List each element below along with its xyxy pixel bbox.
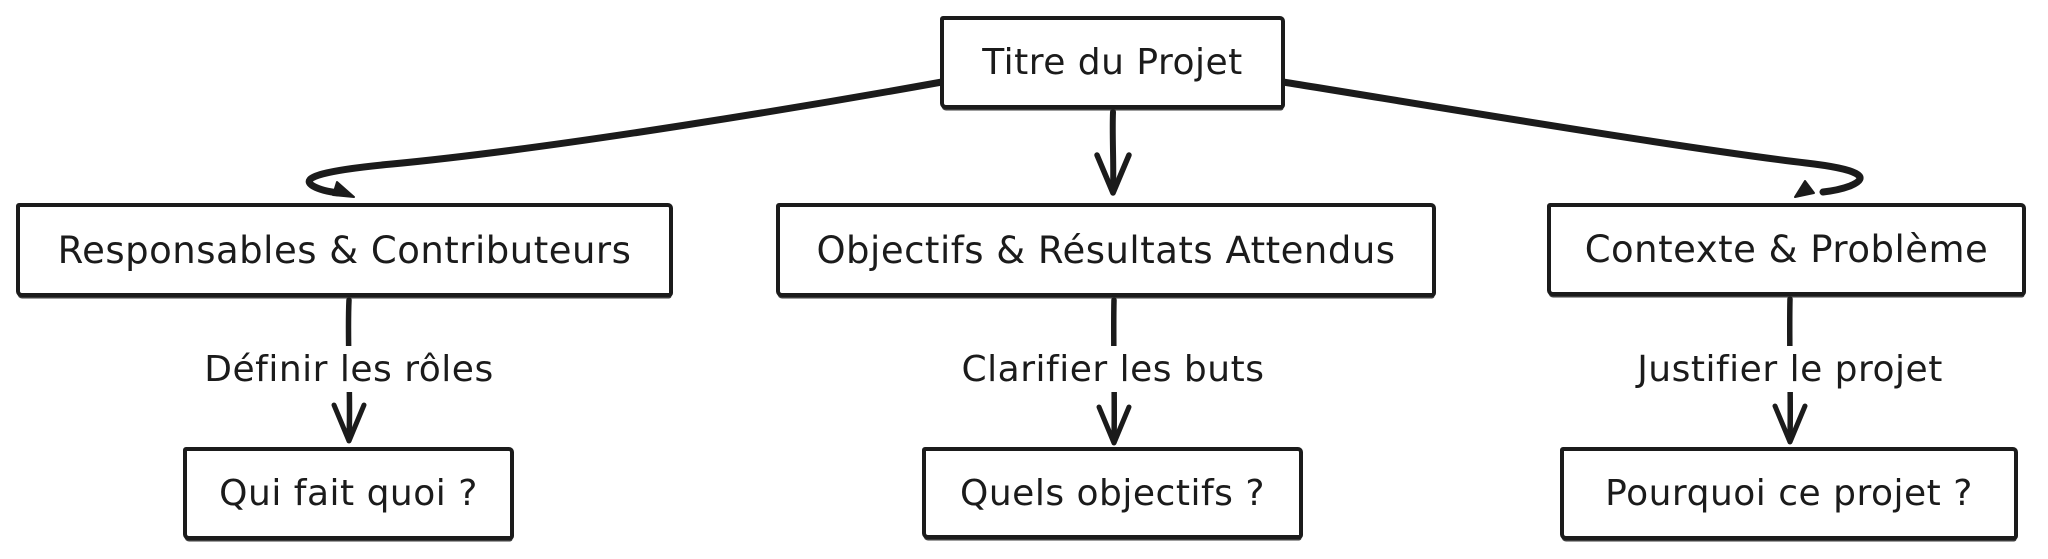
node-titre-du-projet: Titre du Projet <box>940 16 1285 109</box>
arrowhead-open-v-icon <box>1772 403 1808 445</box>
arrowhead-down-left-icon <box>1794 180 1815 198</box>
edge-label-justifier-le-projet: Justifier le projet <box>1627 346 1953 392</box>
arrowhead-down-right-icon <box>332 181 355 198</box>
node-quels-objectifs: Quels objectifs ? <box>922 447 1303 539</box>
edge-label-clarifier-les-buts: Clarifier les buts <box>951 346 1275 392</box>
arrowhead-open-v-icon <box>1096 404 1132 446</box>
arrow-title-to-objectifs <box>1094 109 1132 196</box>
arrowhead-open-v-icon <box>1094 152 1132 196</box>
arrow-title-to-contexte <box>1279 78 1864 198</box>
arrow-title-to-responsables <box>305 78 946 198</box>
node-objectifs-resultats: Objectifs & Résultats Attendus <box>776 203 1436 297</box>
arrowhead-open-v-icon <box>331 402 367 444</box>
node-contexte-probleme: Contexte & Problème <box>1547 203 2026 296</box>
edge-label-definir-les-roles: Définir les rôles <box>194 346 504 392</box>
node-qui-fait-quoi: Qui fait quoi ? <box>183 447 514 540</box>
node-responsables-contributeurs: Responsables & Contributeurs <box>16 203 673 297</box>
node-pourquoi-ce-projet: Pourquoi ce projet ? <box>1560 447 2018 540</box>
